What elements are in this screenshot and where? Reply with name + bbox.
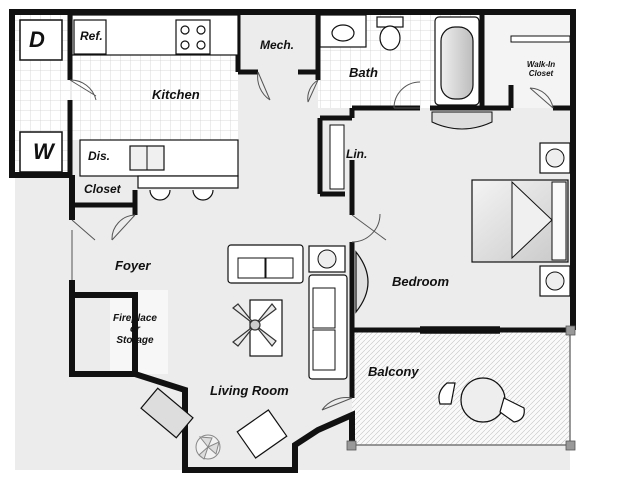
- closet-shelf: [510, 35, 571, 43]
- foyer-label: Foyer: [115, 258, 151, 273]
- linen-label: Lin.: [346, 147, 368, 161]
- washer-label: W: [33, 139, 54, 164]
- windows: [200, 326, 500, 473]
- bath-sink: [331, 24, 355, 42]
- armchair-left: [140, 387, 194, 439]
- interior-walls: [67, 15, 570, 398]
- armchair-right: [236, 409, 288, 459]
- stove: [175, 19, 211, 55]
- plant: [195, 434, 221, 460]
- ref-label: Ref.: [80, 29, 103, 43]
- walk-in-label-line1: Walk-In: [526, 60, 556, 69]
- bath-vanity: [319, 14, 367, 48]
- fireplace-label-line2: or: [130, 324, 140, 335]
- refrigerator: [73, 19, 107, 55]
- bed-cover: [511, 180, 553, 260]
- ceiling-fan: [232, 303, 277, 347]
- walk-in-label-line2: Closet: [528, 69, 554, 78]
- nightstands: [539, 142, 571, 297]
- walk-in-closet-floor: [484, 15, 570, 108]
- balcony-label: Balcony: [368, 364, 419, 379]
- door-swings: [69, 71, 554, 411]
- dryer: [19, 19, 63, 61]
- kitchen-label: Kitchen: [152, 87, 200, 102]
- bed-pillow-area: [551, 181, 567, 261]
- balcony-chair-right: [499, 397, 525, 423]
- bath-label: Bath: [349, 65, 378, 80]
- fireplace-label: Fireplace or Storage: [108, 313, 162, 346]
- bedroom-label: Bedroom: [392, 274, 450, 289]
- dis-label: Dis.: [88, 149, 111, 163]
- fireplace-floor: [110, 290, 168, 374]
- bath-curtain: [431, 111, 493, 130]
- washer: [19, 131, 63, 173]
- living-room-label: Living Room: [210, 383, 289, 398]
- exterior-walls: [9, 9, 576, 473]
- linen-closet: [329, 124, 345, 190]
- fireplace-label-line1: Fireplace: [113, 313, 157, 324]
- balcony-post: [346, 440, 357, 451]
- bar-stools: [149, 189, 214, 201]
- dryer-label: D: [29, 27, 45, 52]
- balcony-post: [565, 440, 576, 451]
- balcony-table: [460, 377, 506, 423]
- balcony-chair-left: [438, 382, 456, 405]
- breakfast-bar: [137, 175, 239, 189]
- toilet-bowl: [379, 25, 401, 51]
- fireplace-label-line3: Storage: [116, 335, 154, 346]
- walk-in-closet-label: Walk-In Closet: [516, 60, 566, 78]
- stove-burners: [180, 25, 206, 50]
- balcony-post: [565, 325, 576, 336]
- bathtub-basin: [440, 26, 474, 100]
- dresser: [355, 250, 369, 314]
- mech-label: Mech.: [260, 38, 295, 52]
- balcony-floor: [352, 330, 570, 445]
- kitchen-floor: [72, 55, 238, 140]
- closet-label: Closet: [84, 182, 121, 196]
